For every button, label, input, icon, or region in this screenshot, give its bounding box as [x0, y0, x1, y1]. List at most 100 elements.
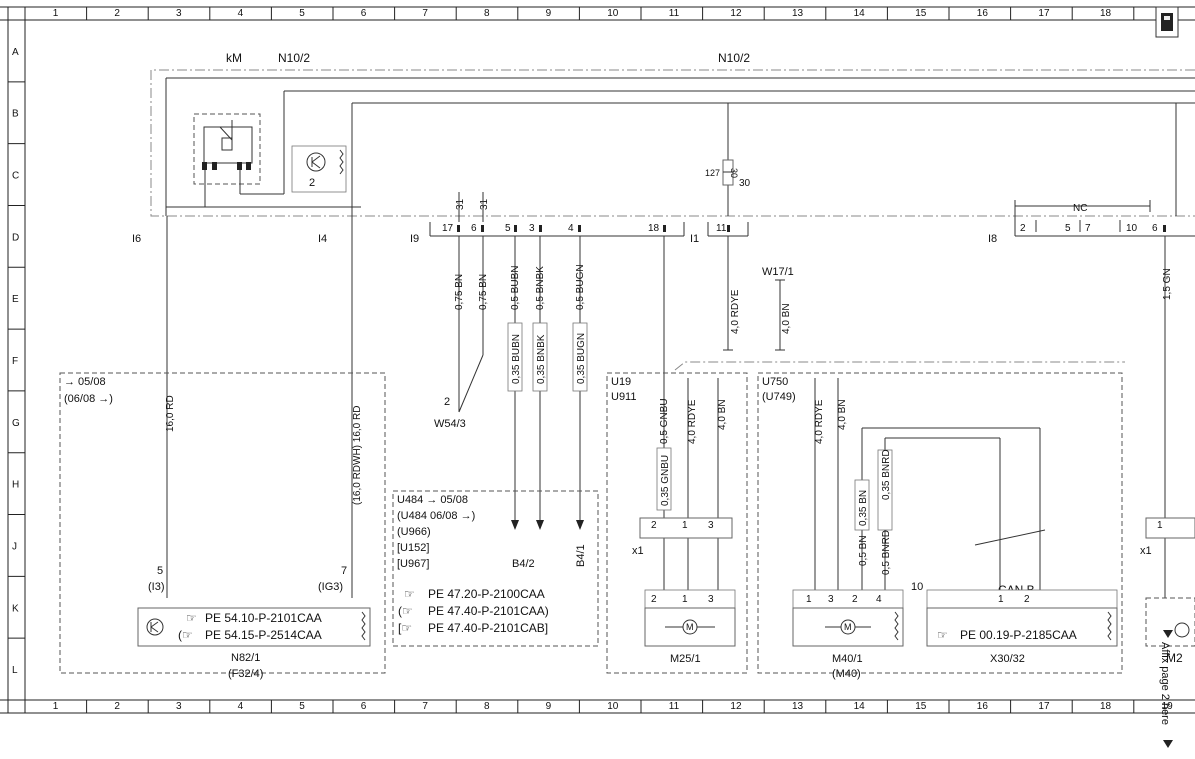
u484-line-5: [U967]: [397, 558, 429, 570]
i9-pin-18: 18: [648, 223, 660, 234]
wire-035bnrd: 0,35 BNRD: [881, 449, 892, 500]
column-label: 11: [669, 8, 680, 19]
column-label: 12: [730, 701, 742, 712]
u484-line-4: [U152]: [397, 542, 429, 554]
row-label: H: [12, 480, 19, 491]
column-label: 12: [730, 8, 742, 19]
i9-pin-17: 17: [442, 223, 454, 234]
nc-label: NC: [1073, 203, 1087, 214]
u749-label: (U749): [762, 391, 796, 403]
wire-40bn-c: 4,0 BN: [837, 399, 848, 430]
n82-ref-2: PE 54.15-P-2514CAA: [205, 628, 322, 642]
wire-40rdye: 4,0 RDYE: [730, 289, 741, 334]
n82-version-1: → 05/08: [64, 376, 106, 388]
column-label: 1: [53, 701, 59, 712]
u484-hand-icon-1: ☞: [404, 587, 415, 601]
i8-connector: [1014, 200, 1195, 237]
wire-40bn: 4,0 BN: [781, 303, 792, 334]
wire-40rdye-c: 4,0 RDYE: [814, 399, 825, 444]
column-label: 11: [669, 701, 680, 712]
column-label: 16: [977, 701, 989, 712]
m2-label: M2: [1166, 651, 1183, 665]
u484-line-3: (U966): [397, 526, 431, 538]
column-label: 3: [176, 8, 182, 19]
n82-version-2: (06/08 →): [64, 393, 113, 405]
i8-pin-7: 7: [1085, 223, 1091, 234]
u19-label: U19: [611, 376, 631, 388]
column-label: 16: [977, 8, 989, 19]
row-label: E: [12, 294, 19, 305]
right-motor-box: [1145, 597, 1195, 647]
column-label: 6: [361, 8, 367, 19]
m40-motor-box: [792, 607, 904, 647]
relay-symbol: [193, 113, 261, 207]
i1-pin-11: 11: [716, 223, 727, 234]
i6-label: I6: [132, 233, 141, 245]
m25-x1-pin-1: 1: [682, 520, 688, 531]
wire-075bn-b: 0,75 BN: [478, 274, 489, 310]
w17-label: W17/1: [762, 266, 794, 278]
u911-label: U911: [611, 391, 636, 403]
affix-note-text: Affix page 2 here: [1159, 642, 1171, 725]
i8-pin-6: 6: [1152, 223, 1158, 234]
wire-05bubn: 0,5 BUBN: [510, 266, 521, 310]
wire-05bnbk: 0,5 BNBK: [535, 266, 546, 310]
column-label: 4: [238, 8, 244, 19]
m40-pin-2: 2: [852, 594, 858, 605]
m-branch-line: [674, 361, 1125, 371]
m25-x1-pin-3: 3: [708, 520, 714, 531]
column-label: 15: [915, 8, 927, 19]
n82-pin-5-ref: (I3): [148, 581, 165, 593]
column-label: 13: [792, 8, 804, 19]
u484-hand-icon-3: [☞: [398, 621, 412, 635]
u484-line-1: U484 → 05/08: [397, 494, 468, 506]
wire-160rdwh: (16,0 RDWH) 16,0 RD: [352, 406, 363, 505]
column-label: 5: [299, 8, 305, 19]
fuse-pin: 30: [739, 178, 751, 189]
row-label: L: [12, 665, 18, 676]
wire-035bnbk: 0,35 BNBK: [536, 334, 547, 384]
b42-label: B4/2: [512, 558, 535, 570]
wire-40bn-b: 4,0 BN: [717, 399, 728, 430]
m25-pin-strip: [644, 589, 736, 609]
u750-label: U750: [762, 376, 788, 388]
wire-035gnbu: 0,35 GNBU: [660, 455, 671, 506]
m25-motor-box: [644, 607, 736, 647]
i9-pin-3: 3: [529, 223, 535, 234]
m40-motor-icon: M: [825, 611, 899, 641]
n82-alt: (F32/4): [228, 668, 263, 680]
column-label: 6: [361, 701, 367, 712]
x30-pin-2: 2: [1024, 594, 1030, 605]
row-label: C: [12, 171, 19, 182]
right-motor-icon: [1174, 622, 1190, 638]
m40-alt: (M40): [832, 668, 861, 680]
n82-hand-icon-2: (☞: [178, 628, 193, 642]
m25-x1-pin-2: 2: [651, 520, 657, 531]
n82-hand-icon-1: ☞: [186, 611, 197, 625]
transistor-symbol: [291, 145, 347, 193]
column-label: 10: [607, 701, 619, 712]
wire-160rd: 16,0 RD: [165, 395, 176, 432]
column-label: 13: [792, 701, 804, 712]
n82-name: N82/1: [231, 652, 260, 664]
column-label: 8: [484, 701, 490, 712]
n10-internal-wiring: [165, 77, 1195, 216]
x30-resistor-icon: [1107, 611, 1112, 641]
i9-connector: [429, 222, 685, 237]
fuse-amp: 30: [729, 168, 739, 178]
i8-pin-2: 2: [1020, 223, 1026, 234]
column-label: 4: [238, 701, 244, 712]
wire-075bn-a: 0,75 BN: [454, 274, 465, 310]
i9-pin-6: 6: [471, 223, 477, 234]
m40-enclosure: [757, 372, 1123, 674]
column-label: 18: [1100, 701, 1112, 712]
camera-icon: [1155, 6, 1179, 38]
x30-box: [926, 607, 1118, 647]
n82-transistor-icon: [146, 611, 366, 641]
n10-left-label: N10/2: [278, 51, 310, 65]
column-label: 1: [53, 8, 59, 19]
wire-035bugn: 0,35 BUGN: [576, 333, 587, 384]
column-label: 17: [1038, 8, 1050, 19]
i1-connector: [707, 222, 749, 237]
